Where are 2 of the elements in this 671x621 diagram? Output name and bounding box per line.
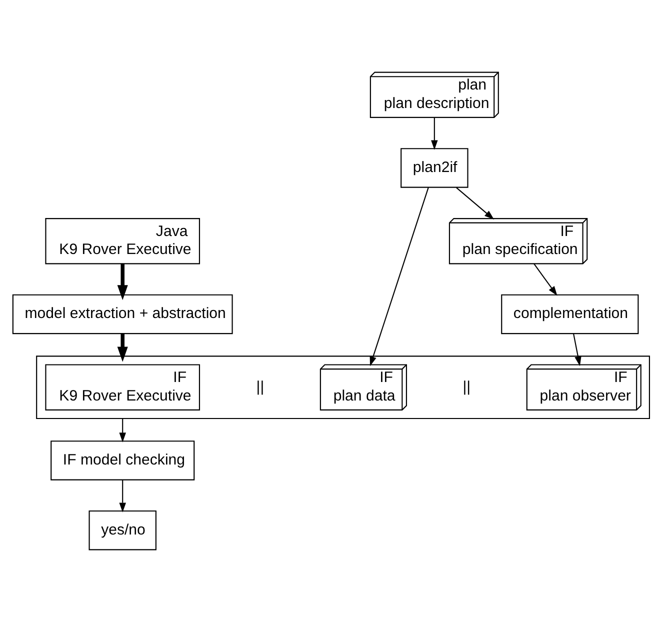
label: ||	[462, 378, 471, 395]
label: ||	[256, 378, 264, 395]
